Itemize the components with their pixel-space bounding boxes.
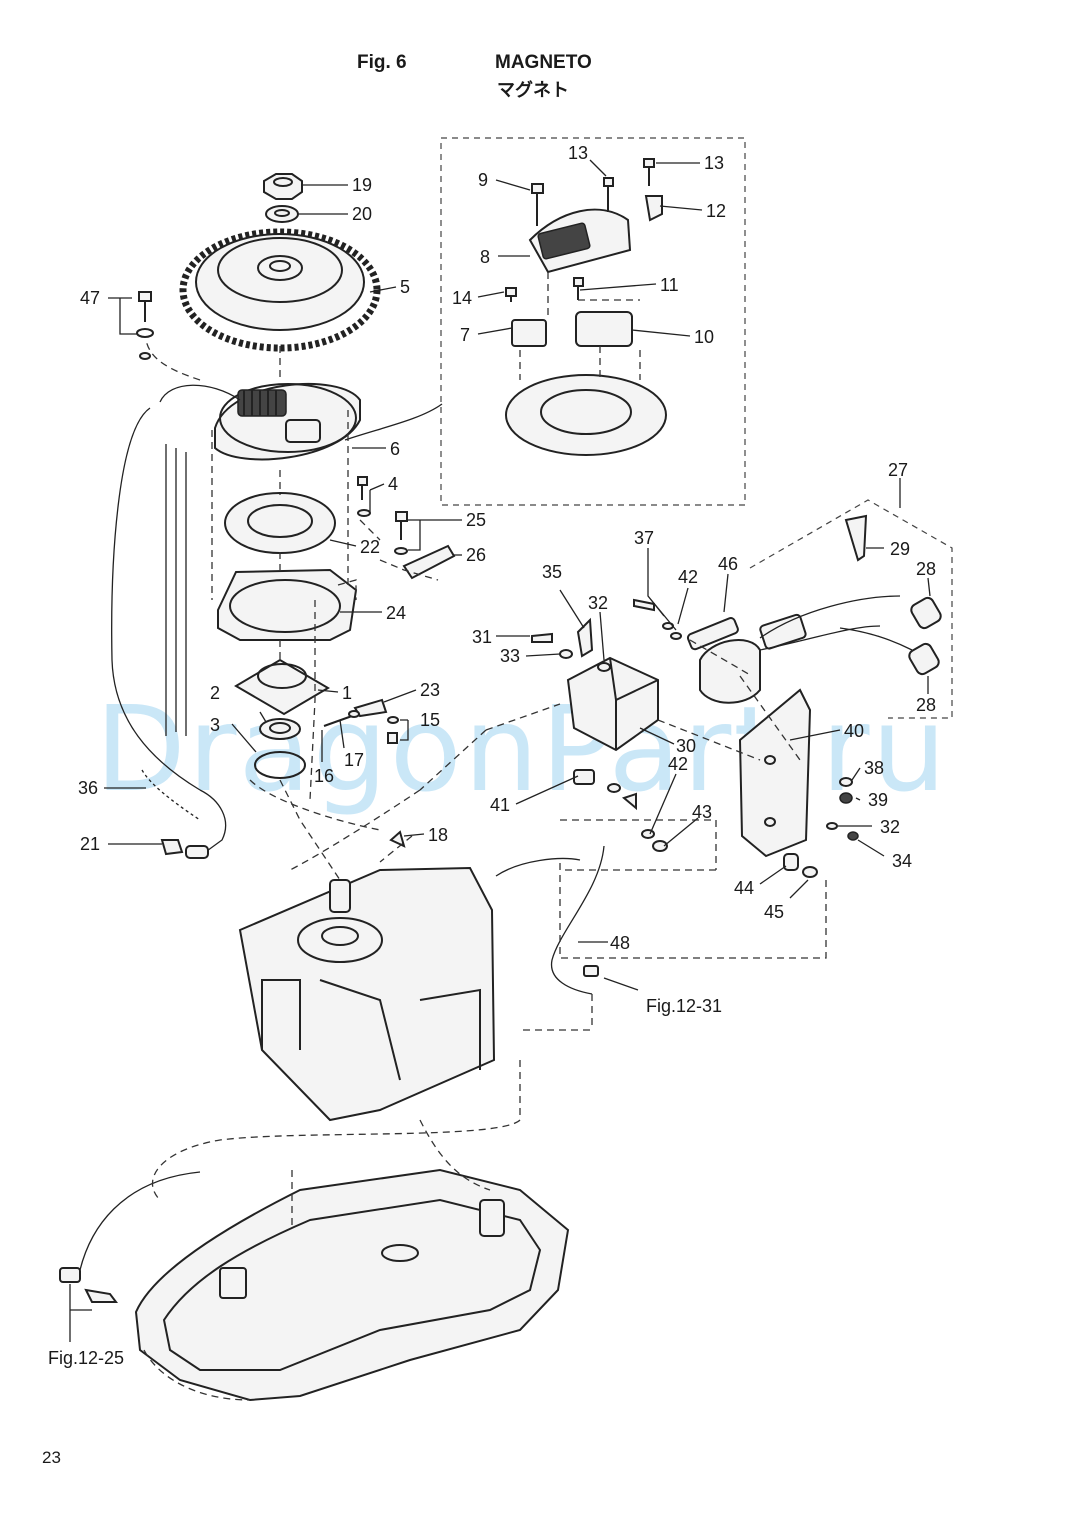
callout-37: 37	[634, 528, 654, 548]
callout-6: 6	[390, 439, 400, 459]
plug-caps	[759, 595, 942, 676]
screw-17	[323, 710, 360, 727]
callout-18: 18	[428, 825, 448, 845]
callout-27: 27	[888, 460, 908, 480]
callout-15: 15	[420, 710, 440, 730]
callout-3: 3	[210, 715, 220, 735]
bearing-housing	[234, 658, 330, 716]
reference-fig-12-25: Fig.12-25	[48, 1348, 124, 1368]
callout-2: 2	[210, 683, 220, 703]
ground-lead	[495, 845, 605, 995]
callout-28-b: 28	[916, 695, 936, 715]
coil-bracket	[738, 688, 812, 858]
callout-31: 31	[472, 627, 492, 647]
assembly-guide-lines	[143, 272, 827, 1401]
oil-seal	[259, 718, 301, 740]
callout-22: 22	[360, 537, 380, 557]
callout-19: 19	[352, 175, 372, 195]
ignition-coil	[686, 613, 807, 704]
callout-7: 7	[460, 325, 470, 345]
callout-1: 1	[342, 683, 352, 703]
key-18	[389, 830, 406, 848]
callout-35: 35	[542, 562, 562, 582]
callout-46: 46	[718, 554, 738, 574]
callout-48: 48	[610, 933, 630, 953]
callout-21: 21	[80, 834, 100, 854]
callout-43: 43	[692, 802, 712, 822]
callout-leaders	[69, 159, 931, 1342]
callout-44: 44	[734, 878, 754, 898]
callout-42-a: 42	[678, 567, 698, 587]
flywheel-washer	[265, 205, 299, 223]
stator-holder	[217, 568, 358, 641]
callout-11: 11	[660, 275, 679, 295]
o-ring	[254, 751, 306, 779]
plate-26	[402, 544, 456, 580]
wiring-harness	[111, 384, 241, 859]
bolt-25	[394, 511, 408, 555]
callout-29: 29	[890, 539, 910, 559]
callout-24: 24	[386, 603, 406, 623]
stator-plate	[224, 492, 336, 554]
callout-34: 34	[892, 851, 912, 871]
screw-15	[387, 716, 399, 744]
callout-16: 16	[314, 766, 334, 786]
callout-labels: 19 20 5 6 47 4 25 26 22 24 1 23 2 3 15 1…	[48, 143, 936, 1368]
callout-38: 38	[864, 758, 884, 778]
callout-17: 17	[344, 750, 364, 770]
callout-9: 9	[478, 170, 488, 190]
figure-title: MAGNETO	[495, 52, 592, 73]
stop-switch-cable	[59, 1171, 201, 1303]
callout-30: 30	[676, 736, 696, 756]
callout-8: 8	[480, 247, 490, 267]
callout-45: 45	[764, 902, 784, 922]
callout-41: 41	[490, 795, 510, 815]
protective-boot	[844, 514, 868, 562]
callout-42-b: 42	[668, 754, 688, 774]
callout-10: 10	[694, 327, 714, 347]
callout-32-b: 32	[880, 817, 900, 837]
bolt-47	[136, 291, 154, 360]
callout-23: 23	[420, 680, 440, 700]
detail-pointer	[344, 403, 443, 441]
callout-20: 20	[352, 204, 372, 224]
page-number: 23	[42, 1448, 61, 1467]
inset-base-plate	[505, 374, 667, 456]
inset-screws	[505, 158, 663, 302]
cylinder-block	[238, 866, 496, 1122]
callout-36: 36	[78, 778, 98, 798]
callout-47: 47	[80, 288, 100, 308]
callout-33: 33	[500, 646, 520, 666]
callout-14: 14	[452, 288, 472, 308]
reference-fig-12-31: Fig.12-31	[646, 996, 722, 1016]
callout-5: 5	[400, 277, 410, 297]
cdi-unit	[566, 656, 659, 752]
bottom-cowl	[134, 1168, 570, 1402]
stator-base-assembly	[214, 382, 361, 461]
screw-4	[357, 476, 371, 517]
flywheel-nut	[263, 173, 303, 200]
callout-12: 12	[706, 201, 726, 221]
callout-25: 25	[466, 510, 486, 530]
detail-inset-box	[440, 137, 746, 506]
callout-39: 39	[868, 790, 888, 810]
callout-4: 4	[388, 474, 398, 494]
callout-26: 26	[466, 545, 486, 565]
figure-number: Fig. 6	[357, 52, 407, 73]
callout-13-a: 13	[568, 143, 588, 163]
ignition-coil-group-box	[749, 499, 953, 719]
small-hardware	[531, 598, 859, 878]
callout-28-a: 28	[916, 559, 936, 579]
flywheel	[179, 228, 381, 352]
figure-title-japanese: マグネト	[497, 80, 569, 101]
callout-40: 40	[844, 721, 864, 741]
callout-32-a: 32	[588, 593, 608, 613]
inset-ignition-module	[511, 208, 633, 347]
callout-13-b: 13	[704, 153, 724, 173]
